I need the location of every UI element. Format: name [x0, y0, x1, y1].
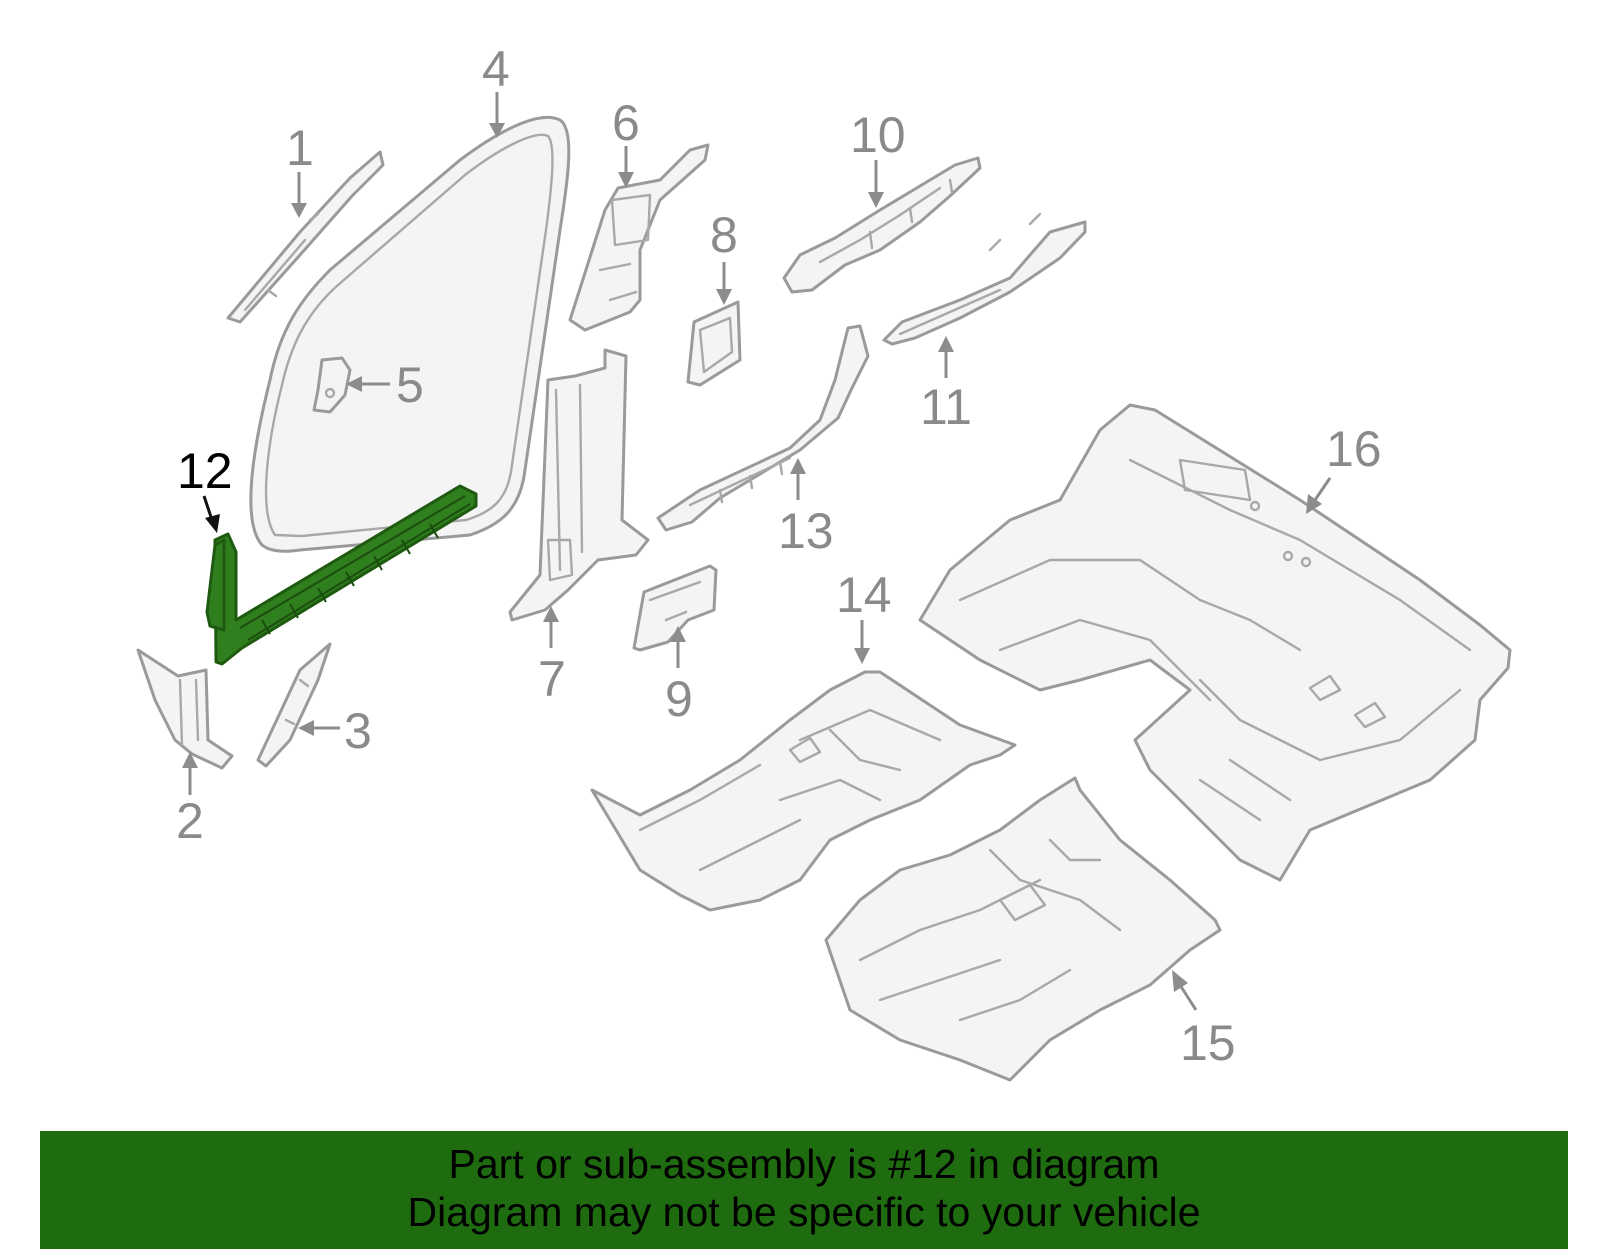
part-16-rear-floor-carpet[interactable] — [918, 403, 1512, 882]
part-15-front-floor-carpet[interactable] — [824, 776, 1222, 1082]
part-10-bracket-assembly[interactable] — [782, 156, 982, 294]
parts-diagram: 1 2 3 4 5 6 7 8 9 10 11 12 13 14 15 16 — [136, 41, 1512, 1082]
part-12-kick-plate-highlighted[interactable] — [205, 484, 478, 666]
callout-11: 11 — [920, 379, 972, 435]
callout-10: 10 — [850, 107, 906, 163]
callout-16: 16 — [1326, 421, 1382, 477]
callout-7: 7 — [538, 651, 566, 707]
leader-arrows — [182, 92, 1332, 1011]
part-5-bracket[interactable] — [312, 356, 352, 414]
part-3-pillar-strip[interactable] — [256, 642, 332, 768]
banner-line-disclaimer: Diagram may not be specific to your vehi… — [407, 1189, 1201, 1235]
callout-1: 1 — [286, 120, 314, 176]
callout-6: 6 — [612, 95, 640, 151]
part-13-step-plate[interactable] — [656, 324, 870, 532]
callout-14: 14 — [836, 567, 892, 623]
info-banner: Part or sub-assembly is #12 in diagram D… — [40, 1131, 1568, 1249]
callout-15: 15 — [1180, 1015, 1236, 1071]
part-7-b-pillar-lower[interactable] — [508, 348, 650, 622]
part-1-a-pillar-trim[interactable] — [226, 150, 385, 324]
part-11-rear-sill[interactable] — [882, 212, 1087, 346]
callout-3: 3 — [344, 703, 372, 759]
banner-line-part-number: Part or sub-assembly is #12 in diagram — [448, 1141, 1160, 1187]
part-14-front-floor-carpet[interactable] — [590, 670, 1017, 912]
callout-2: 2 — [176, 793, 204, 849]
callout-9: 9 — [665, 671, 693, 727]
part-4-door-weatherstrip[interactable] — [249, 115, 571, 553]
callout-12-highlighted: 12 — [177, 443, 233, 499]
part-6-b-pillar-upper[interactable] — [568, 143, 710, 332]
part-9-trim-panel[interactable] — [632, 564, 718, 652]
callout-8: 8 — [710, 207, 738, 263]
callout-labels: 1 2 3 4 5 6 7 8 9 10 11 12 13 14 15 16 — [176, 41, 1382, 1071]
part-8-panel[interactable] — [686, 300, 742, 387]
callout-5: 5 — [396, 357, 424, 413]
callout-4: 4 — [482, 41, 510, 97]
callout-13: 13 — [778, 503, 834, 559]
part-2-kick-panel[interactable] — [136, 648, 234, 770]
